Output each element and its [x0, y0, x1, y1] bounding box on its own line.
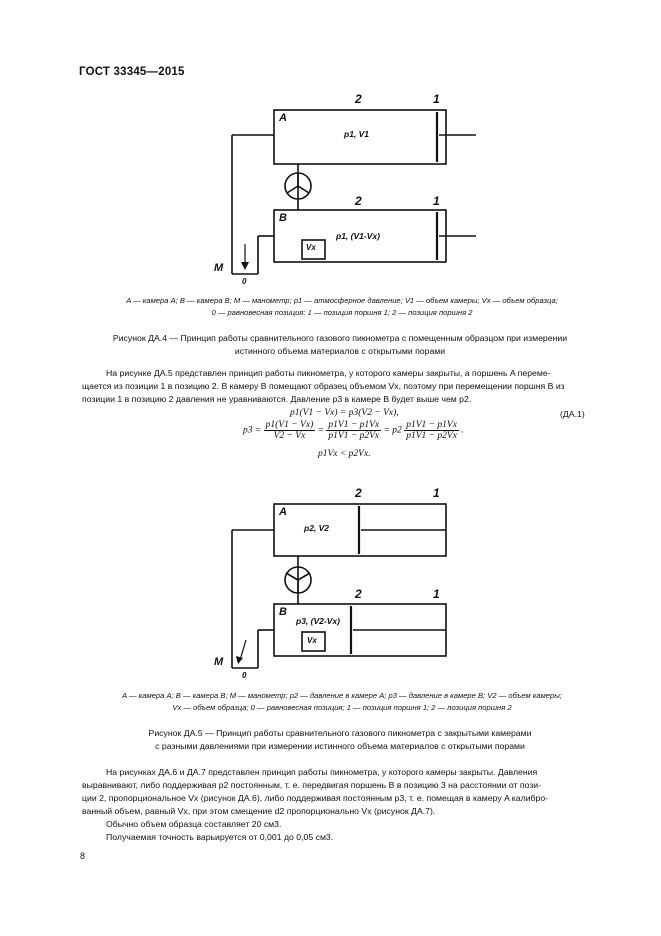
paragraph-1: На рисунке ДА.5 представлен принцип рабо…: [82, 367, 601, 406]
document-header: ГОСТ 33345—2015: [79, 66, 185, 78]
eq-end: .: [461, 425, 464, 436]
fig5-text-a: p2, V2: [304, 523, 330, 533]
fig4-legend-line2: 0 — равновесная позиция; 1 — позиция пор…: [211, 308, 473, 317]
para1-line2: щается из позиции 1 в позицию 2. В камер…: [82, 381, 565, 392]
eq-mid: = p2: [383, 425, 402, 436]
equation-line1: p1(V1 − Vx) = p3(V2 − Vx),: [290, 408, 399, 418]
page-number: 8: [80, 851, 86, 861]
fig5-caption-line2: с разными давлениями при измерении истин…: [155, 741, 525, 751]
figure-da5-diagram: [231, 503, 447, 669]
eq-frac1: p1(V1 − Vx)V2 − Vx: [263, 420, 316, 441]
eq-equals: =: [317, 425, 325, 436]
para2-line5: Обычно объем образца составляет 20 см3.: [106, 819, 282, 830]
fig4-label-1-top: 1: [433, 92, 440, 106]
fig4-label-2-mid: 2: [355, 194, 362, 208]
fig4-text-b: p1, (V1-Vx): [336, 231, 380, 241]
para2-line2: выравнивают, либо поддерживая p2 постоян…: [82, 780, 542, 791]
fig5-zero-label: 0: [242, 671, 247, 680]
fig5-vx-label: Vx: [307, 636, 317, 645]
fig5-label-2-top: 2: [355, 486, 362, 500]
fig4-caption-line2: истинного объема материалов с открытыми …: [234, 346, 446, 356]
para2-line1: На рисунках ДА.6 и ДА.7 представлен прин…: [106, 767, 538, 777]
fig4-m-label: M: [214, 262, 224, 274]
para1-line3: позиции 1 в позицию 2 давления не уравни…: [82, 394, 472, 405]
equation-number: (ДА.1): [560, 409, 585, 419]
para1-line1: На рисунке ДА.5 представлен принцип рабо…: [106, 368, 551, 378]
fig5-chamber-b-label: B: [279, 606, 287, 618]
para2-line3: ции 2, пропорциональное Vx (рисунок ДА.6…: [82, 793, 549, 804]
fig5-legend-line2: Vx — объем образца; 0 — равновесная пози…: [172, 703, 512, 712]
fig5-caption-line1: Рисунок ДА.5 — Принцип работы сравнитель…: [148, 728, 532, 738]
fig5-label-2-mid: 2: [355, 587, 362, 601]
fig4-zero-label: 0: [242, 277, 247, 286]
paragraph-2: На рисунках ДА.6 и ДА.7 представлен прин…: [82, 766, 601, 845]
sample-box-5: [301, 631, 326, 652]
fig5-label-1-mid: 1: [433, 587, 440, 601]
fig4-vx-label: Vx: [306, 243, 316, 252]
fig4-label-2-top: 2: [355, 92, 362, 106]
fig5-text-b: p3, (V2-Vx): [296, 616, 340, 626]
eq-lhs: p3 =: [243, 425, 262, 436]
fig5-chamber-a-label: A: [279, 506, 287, 518]
fig4-caption-line1: Рисунок ДА.4 — Принцип работы сравнитель…: [112, 333, 568, 343]
fig5-label-1-top: 1: [433, 486, 440, 500]
fig4-chamber-b-label: B: [279, 212, 287, 224]
sample-box: [301, 239, 326, 260]
fig4-text-a: p1, V1: [344, 129, 370, 139]
equation-line3: p1Vx < p2Vx.: [318, 449, 371, 459]
para2-line6: Получаемая точность варьируется от 0,001…: [106, 832, 334, 843]
para2-line4: ванный объем, равный Vx, при этом смещен…: [82, 806, 436, 817]
chamber-a-box: [273, 109, 447, 165]
fig5-m-label: M: [214, 656, 224, 668]
fig4-label-1-mid: 1: [433, 194, 440, 208]
fig5-legend-line1: A — камера A; B — камера B; M — манометр…: [122, 691, 562, 700]
fig4-chamber-a-label: A: [279, 112, 287, 124]
figure-da4-diagram: [231, 109, 476, 275]
fig4-legend-line1: A — камера A; B — камера B; M — манометр…: [126, 296, 558, 305]
